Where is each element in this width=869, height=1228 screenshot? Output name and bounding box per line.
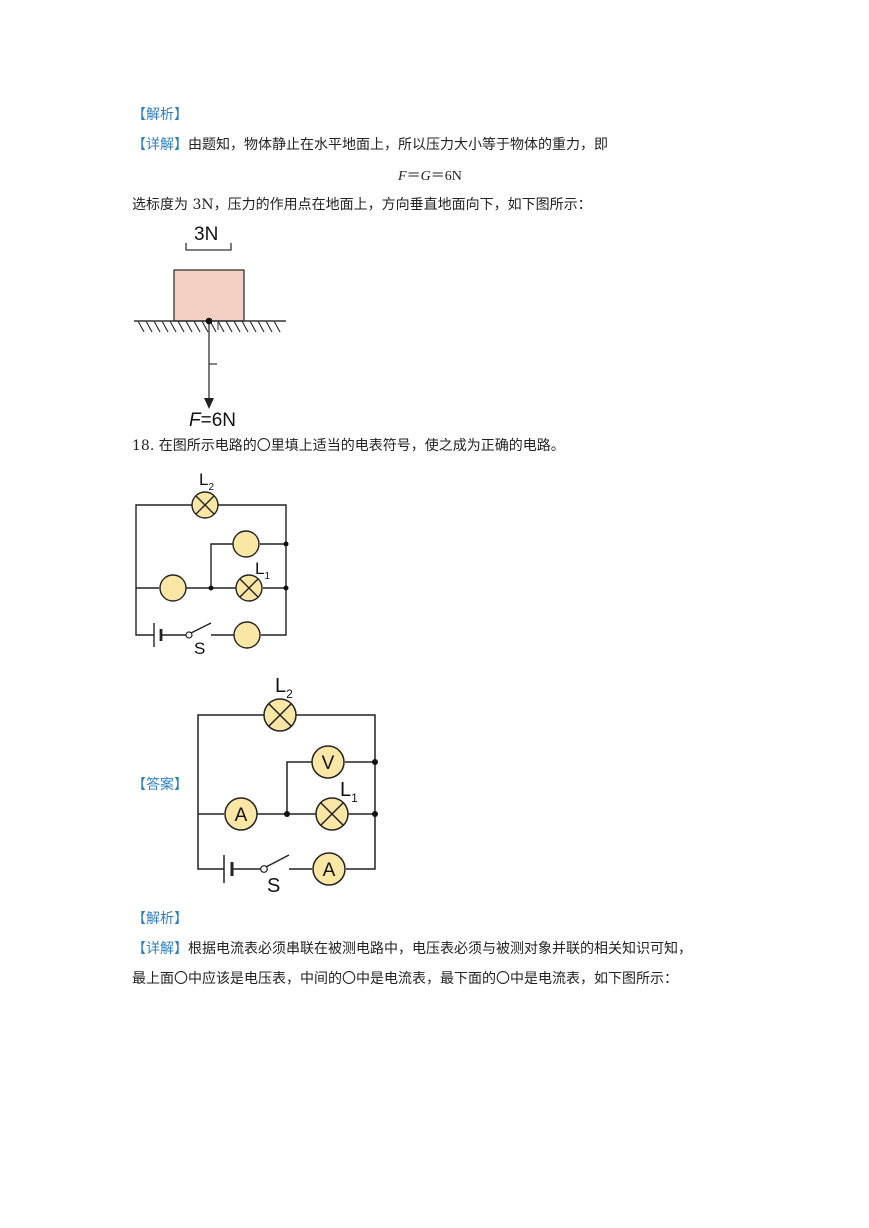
a-wire-right	[296, 714, 376, 870]
a-junction-3	[372, 811, 378, 817]
force-arrowhead	[204, 398, 214, 409]
q-meter-top	[232, 530, 260, 558]
answer-tag: 【答案】	[132, 777, 188, 793]
a-wire-upper-a	[286, 761, 312, 814]
formula-eq1: ＝	[406, 169, 421, 184]
q-meter-middle	[159, 574, 187, 602]
a-lamp-l2	[263, 698, 297, 732]
analysis-tag-2: 【解析】	[132, 911, 188, 927]
formula-f: F	[398, 169, 407, 184]
a-junction-2	[372, 759, 378, 765]
q-wire-left	[135, 504, 192, 636]
q-wire-upper-a	[210, 543, 233, 588]
force-value: =6N	[201, 410, 236, 431]
q-wire-right	[218, 504, 287, 636]
a-meter-ammeter-bottom	[312, 852, 346, 886]
detail-tag-1: 【详解】	[132, 137, 188, 153]
question-circuit: L2 L1 S	[135, 470, 289, 658]
a-meter-top-label: V	[322, 753, 335, 774]
force-label: F=6N	[189, 410, 236, 431]
a-wire-left	[197, 714, 264, 870]
answer-circuit: V A A L2 L1 S	[197, 675, 378, 897]
weight-formula: F＝G＝6N	[398, 165, 462, 185]
scale-bracket	[185, 243, 232, 251]
a-meter-voltmeter	[311, 745, 345, 779]
ground-hatch	[137, 320, 281, 333]
analysis-tag-1: 【解析】	[132, 107, 188, 123]
action-point	[205, 317, 213, 325]
scale-text: 选标度为 3N，压力的作用点在地面上，方向垂直地面向下，如下图所示：	[132, 197, 592, 213]
detail-text-1: 由题知，物体静止在水平地面上，所以压力大小等于物体的重力，即	[188, 137, 608, 153]
q-label-l2: L2	[199, 470, 214, 493]
q-lamp-l1	[235, 574, 263, 602]
formula-value: 6N	[444, 169, 462, 184]
detail-tag-2: 【详解】	[132, 941, 188, 957]
detail-line-1: 【详解】由题知，物体静止在水平地面上，所以压力大小等于物体的重力，即	[132, 136, 608, 154]
a-meter-middle-label: A	[235, 805, 248, 826]
formula-g: G	[420, 169, 431, 184]
q-switch-pivot	[185, 631, 193, 639]
scale-label: 3N	[194, 224, 218, 245]
detail-line-3: 最上面〇中应该是电压表，中间的〇中是电流表，最下面的〇中是电流表，如下图所示：	[132, 971, 678, 987]
formula-eq2: ＝	[430, 169, 445, 184]
a-label-s: S	[267, 875, 280, 897]
a-meter-bottom-label: A	[323, 860, 336, 881]
detail-line-2: 【详解】根据电流表必须串联在被测电路中，电压表必须与被测对象并联的相关知识可知，	[132, 940, 692, 958]
q-switch-blade	[190, 622, 212, 634]
a-junction-1	[284, 811, 290, 817]
q-meter-bottom	[233, 621, 261, 649]
a-switch-pivot	[260, 865, 268, 873]
a-label-l2: L2	[275, 675, 293, 701]
a-switch-blade	[265, 854, 290, 868]
q-label-s: S	[194, 639, 205, 658]
force-var: F	[189, 410, 202, 431]
a-label-l1: L1	[340, 779, 358, 805]
detail-text-2: 根据电流表必须串联在被测电路中，电压表必须与被测对象并联的相关知识可知，	[188, 941, 692, 957]
q-label-l1: L1	[255, 559, 270, 582]
question-18: 18. 在图所示电路的〇里填上适当的电表符号，使之成为正确的电路。	[132, 438, 565, 454]
q-junction-2	[283, 541, 289, 547]
force-diagram: 3N F=6N	[134, 224, 286, 431]
a-lamp-l1	[315, 797, 349, 831]
a-meter-ammeter-middle	[224, 797, 258, 831]
q-lamp-l2	[191, 491, 219, 519]
q-junction-1	[208, 585, 214, 591]
q-junction-3	[283, 585, 289, 591]
